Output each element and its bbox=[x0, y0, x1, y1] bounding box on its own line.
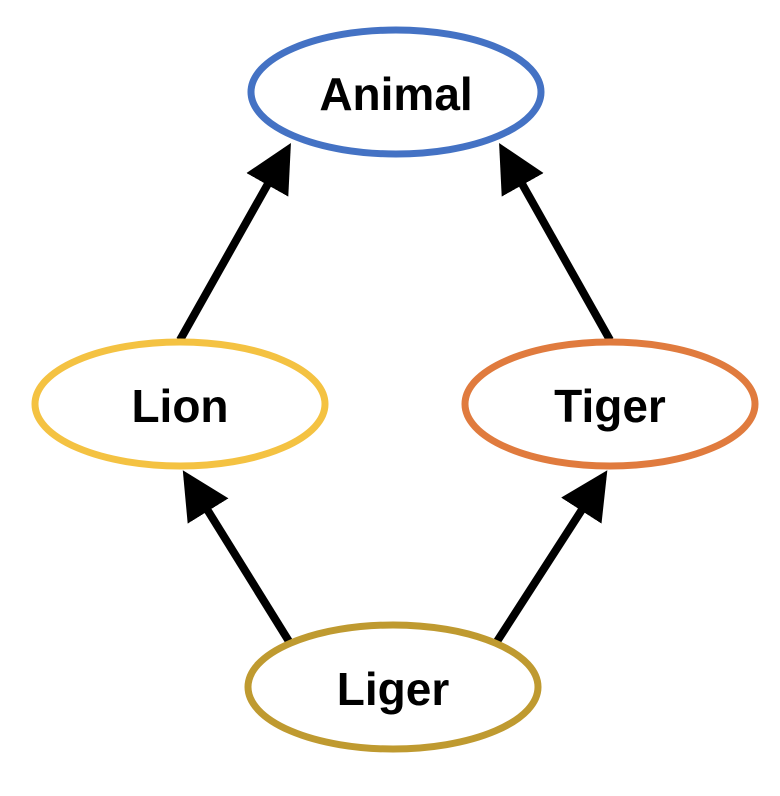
node-lion-ellipse bbox=[31, 338, 329, 470]
node-liger: Liger bbox=[244, 621, 542, 753]
node-tiger: Tiger bbox=[461, 338, 759, 470]
node-animal-ellipse bbox=[247, 26, 545, 158]
node-tiger-label: Tiger bbox=[554, 380, 666, 432]
edge-lion-to-animal bbox=[176, 143, 291, 342]
edge-tiger-to-animal bbox=[499, 143, 614, 342]
node-liger-ellipse bbox=[244, 621, 542, 753]
edge-liger-to-lion bbox=[182, 470, 294, 646]
node-liger-label: Liger bbox=[337, 663, 450, 715]
node-animal: Animal bbox=[247, 26, 545, 158]
node-lion-label: Lion bbox=[131, 380, 228, 432]
node-tiger-ellipse bbox=[461, 338, 759, 470]
edge-liger-to-tiger bbox=[492, 470, 608, 646]
node-lion: Lion bbox=[31, 338, 329, 470]
node-animal-label: Animal bbox=[319, 68, 472, 120]
